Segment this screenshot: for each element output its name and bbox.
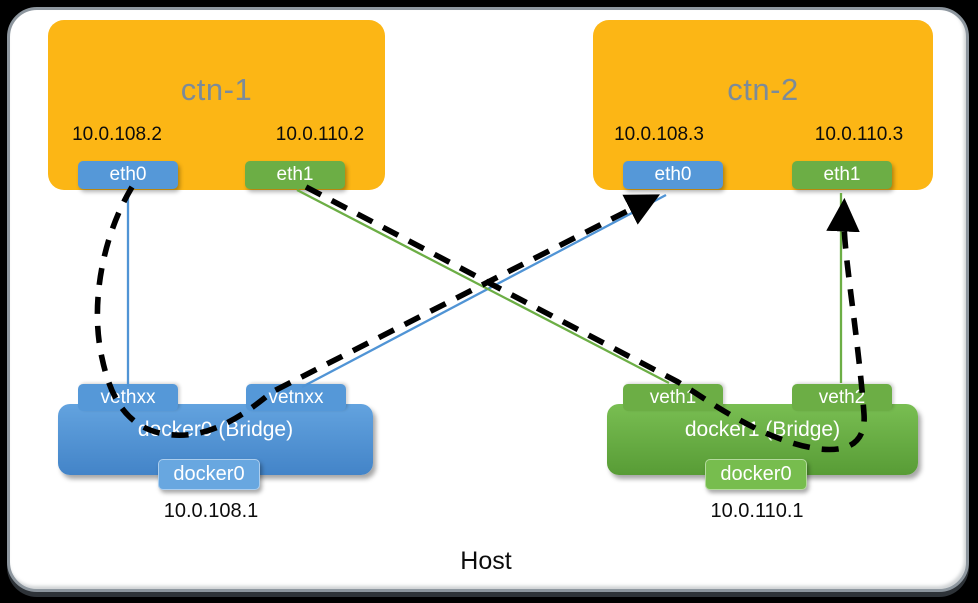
bridge-docker0-title: docker0 (Bridge) xyxy=(137,418,294,441)
bridge-docker0-port-vethxx: vethxx xyxy=(78,384,178,411)
ctn-1-eth0-tab: eth0 xyxy=(78,161,178,189)
bridge-docker0-port-vetnxx: vetnxx xyxy=(246,384,346,411)
ctn-2-eth0-ip: 10.0.108.3 xyxy=(614,124,704,145)
ctn-2-eth1-ip: 10.0.110.3 xyxy=(814,124,904,145)
bridge-docker1-port-veth2: veth2 xyxy=(792,384,892,411)
ctn-2-eth0-tab: eth0 xyxy=(623,161,723,189)
bridge-docker1-port-veth1: veth1 xyxy=(623,384,723,411)
host-label: Host xyxy=(460,547,512,575)
ctn-2-eth1-tab: eth1 xyxy=(792,161,892,189)
ctn-1-eth1-tab: eth1 xyxy=(245,161,345,189)
ctn-1-eth1-ip: 10.0.110.2 xyxy=(275,124,365,145)
ctn-1-eth0-ip: 10.0.108.2 xyxy=(72,124,162,145)
bridge-docker0-device-label: docker0 xyxy=(158,459,260,490)
container-ctn-1-title: ctn-1 xyxy=(180,72,253,107)
bridge-docker1-device-label: docker0 xyxy=(705,459,807,490)
bridge-docker1-ip: 10.0.110.1 xyxy=(710,500,804,522)
container-ctn-2-title: ctn-2 xyxy=(727,72,799,107)
bridge-docker0-ip: 10.0.108.1 xyxy=(163,500,259,522)
bridge-docker1-title: docker1 (Bridge) xyxy=(684,418,841,441)
